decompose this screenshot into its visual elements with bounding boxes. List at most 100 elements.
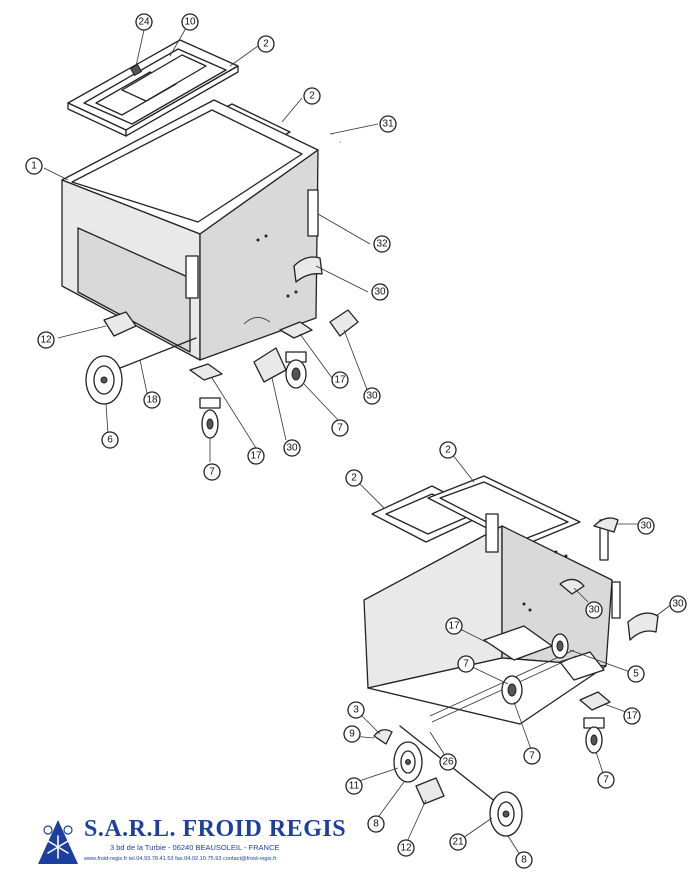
rear-caster-right xyxy=(583,717,605,754)
svg-text:7: 7 xyxy=(209,467,215,478)
svg-text:17: 17 xyxy=(250,451,262,462)
rear-axle-assembly xyxy=(373,725,523,837)
callout-rear-17b: 17 xyxy=(623,707,641,725)
floor-bracket-right xyxy=(329,309,359,337)
callout-rear-30b: 30 xyxy=(585,601,603,619)
callout-rear-5: 5 xyxy=(627,665,645,683)
callout-rear-30: 30 xyxy=(637,517,655,535)
rear-lid-trays xyxy=(371,475,581,547)
svg-text:21: 21 xyxy=(452,837,464,848)
svg-text:17: 17 xyxy=(626,711,638,722)
callout-rear-8b: 8 xyxy=(515,851,533,869)
caster-plate-left xyxy=(189,363,223,381)
callout-30: 30 xyxy=(371,283,389,301)
callout-rear-2b: 2 xyxy=(439,441,457,459)
callout-32: 32 xyxy=(373,235,391,253)
svg-text:26: 26 xyxy=(442,757,454,768)
svg-text:6: 6 xyxy=(107,435,113,446)
callout-7: 7 xyxy=(331,419,349,437)
callout-rear-26: 26 xyxy=(439,753,457,771)
front-view-cart xyxy=(61,39,359,439)
caster-left xyxy=(199,397,221,439)
svg-text:10: 10 xyxy=(184,17,196,28)
top-lid-tray xyxy=(67,39,239,137)
svg-text:7: 7 xyxy=(529,751,535,762)
callout-17: 17 xyxy=(331,371,349,389)
svg-text:31: 31 xyxy=(382,119,394,130)
rear-handle xyxy=(500,412,637,561)
company-name: S.A.R.L. FROID REGIS xyxy=(84,816,347,842)
svg-text:7: 7 xyxy=(603,775,609,786)
caster-plate-right xyxy=(279,321,313,339)
callout-17b: 17 xyxy=(247,447,265,465)
rear-wheel-gear xyxy=(551,633,569,659)
side-bracket xyxy=(293,256,323,283)
rear-wheel xyxy=(85,355,123,405)
caster-right xyxy=(285,351,307,389)
rear-view-cart xyxy=(363,412,659,837)
callout-rear-30c: 30 xyxy=(669,595,687,613)
svg-text:1: 1 xyxy=(31,161,37,172)
svg-text:7: 7 xyxy=(463,659,469,670)
svg-text:11: 11 xyxy=(349,781,360,792)
svg-text:12: 12 xyxy=(400,843,412,854)
svg-text:30: 30 xyxy=(366,391,378,402)
svg-text:8: 8 xyxy=(373,819,379,830)
svg-text:8: 8 xyxy=(521,855,527,866)
svg-text:18: 18 xyxy=(146,395,158,406)
svg-text:7: 7 xyxy=(337,423,343,434)
callout-rear-8: 8 xyxy=(367,815,385,833)
svg-text:3: 3 xyxy=(353,705,359,716)
axle xyxy=(109,337,197,373)
rear-plate xyxy=(579,691,611,711)
svg-text:5: 5 xyxy=(633,669,639,680)
svg-text:2: 2 xyxy=(445,445,451,456)
floor-bracket-left xyxy=(253,347,287,383)
callout-18: 18 xyxy=(143,391,161,409)
callouts-front: 24 10 2 2 31 1 32 30 12 30 17 18 7 6 30 … xyxy=(25,13,397,481)
rear-caster-inner xyxy=(501,675,523,705)
svg-text:2: 2 xyxy=(351,473,357,484)
callout-12: 12 xyxy=(37,331,55,349)
svg-text:30: 30 xyxy=(286,443,298,454)
callout-rear-7: 7 xyxy=(457,655,475,673)
rear-side-bracket-loose xyxy=(627,612,659,641)
svg-text:24: 24 xyxy=(138,17,150,28)
svg-text:17: 17 xyxy=(448,621,460,632)
rear-cabinet-body xyxy=(363,513,621,725)
company-address: 3 bd de la Turbie - 06240 BEAUSOLEIL - F… xyxy=(110,843,280,852)
callout-31: 31 xyxy=(379,115,397,133)
callout-1: 1 xyxy=(25,157,43,175)
svg-text:30: 30 xyxy=(374,287,386,298)
callout-rear-9: 9 xyxy=(343,725,361,743)
callout-2b: 2 xyxy=(303,87,321,105)
callout-rear-21: 21 xyxy=(449,833,467,851)
callout-rear-17: 17 xyxy=(445,617,463,635)
callout-30c: 30 xyxy=(283,439,301,457)
callout-rear-7c: 7 xyxy=(597,771,615,789)
callout-30b: 30 xyxy=(363,387,381,405)
callout-rear-11: 11 xyxy=(345,777,363,795)
callout-rear-3: 3 xyxy=(347,701,365,719)
callout-rear-12: 12 xyxy=(397,839,415,857)
svg-text:2: 2 xyxy=(263,39,269,50)
callout-2: 2 xyxy=(257,35,275,53)
svg-text:32: 32 xyxy=(376,239,388,250)
company-contact: www.froid-regis.fr tel.04.93.78.41.53 fa… xyxy=(84,856,277,862)
svg-text:12: 12 xyxy=(40,335,52,346)
callout-rear-2: 2 xyxy=(345,469,363,487)
svg-text:30: 30 xyxy=(588,605,600,616)
callout-rear-7b: 7 xyxy=(523,747,541,765)
callout-6: 6 xyxy=(101,431,119,449)
svg-text:30: 30 xyxy=(672,599,684,610)
svg-text:9: 9 xyxy=(349,729,355,740)
snowflake-logo-icon xyxy=(38,820,78,864)
axle-bracket xyxy=(103,311,137,337)
svg-text:30: 30 xyxy=(640,521,652,532)
callout-24: 24 xyxy=(135,13,153,31)
callouts-rear: 2 2 30 30 30 17 5 7 17 3 9 7 7 26 11 8 1… xyxy=(343,441,687,869)
svg-text:17: 17 xyxy=(334,375,346,386)
callout-7b: 7 xyxy=(203,463,221,481)
rear-side-bracket-top xyxy=(593,517,619,533)
